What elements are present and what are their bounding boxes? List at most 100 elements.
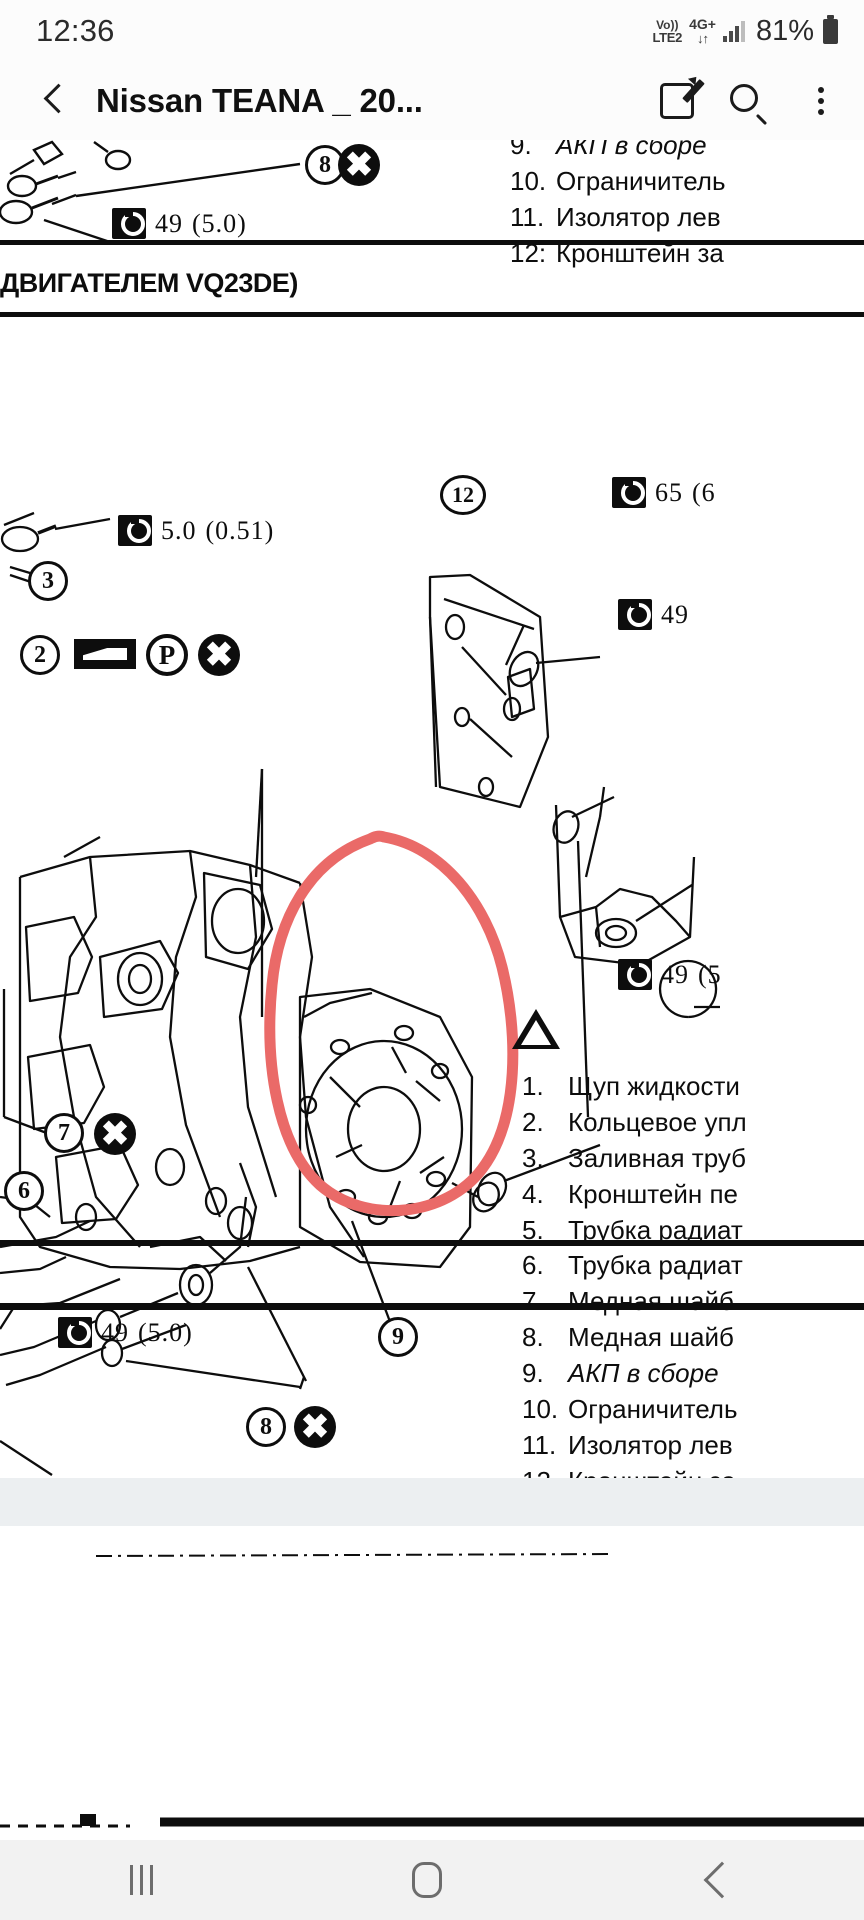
balloon-12: 12 xyxy=(440,475,486,515)
list-item: 9. АКП в сборе xyxy=(510,140,726,164)
status-bar: 12:36 Vo)) LTE2 4G+ ↓↑ 81% xyxy=(0,0,864,62)
network-type-icon: 4G+ ↓↑ xyxy=(689,17,716,45)
parts-legend: 1. Щуп жидкости 2. Кольцевое упл 3. Зали… xyxy=(522,1069,747,1500)
nav-back-button[interactable] xyxy=(671,1853,765,1907)
legend-text: Щуп жидкости xyxy=(568,1071,740,1101)
legend-number: 11. xyxy=(510,201,545,232)
legend-number: 4. xyxy=(522,1178,544,1209)
torque-value: 5.0 xyxy=(161,515,197,545)
android-nav-bar xyxy=(0,1840,864,1920)
torque-wrench-icon xyxy=(612,477,646,508)
divider-line xyxy=(0,312,864,317)
list-item: 11. Изолятор лев xyxy=(522,1428,747,1464)
network-label: 4G+ xyxy=(689,15,716,32)
data-arrows-icon: ↓↑ xyxy=(697,30,709,46)
legend-number: 6. xyxy=(522,1250,544,1281)
list-item: 6. Трубка радиат xyxy=(522,1248,747,1284)
volte-icon: Vo)) LTE2 xyxy=(652,19,682,44)
legend-number: 5. xyxy=(522,1214,544,1245)
replace-symbol-8: ✖ xyxy=(294,1406,336,1448)
battery-icon xyxy=(823,14,838,44)
legend-number: 8. xyxy=(522,1322,544,1353)
legend-text: Кронштейн пе xyxy=(568,1178,739,1209)
back-arrow-icon[interactable] xyxy=(40,79,74,123)
list-item: 5. Трубка радиат xyxy=(522,1213,747,1249)
legend-text: Ограничитель xyxy=(556,165,726,196)
torque-paren-value: (0.51) xyxy=(205,515,275,545)
balloon-8: 8 xyxy=(246,1407,286,1447)
home-button[interactable] xyxy=(382,1848,472,1912)
legend-text: Трубка радиат xyxy=(568,1214,743,1245)
balloon-7: 7 xyxy=(44,1113,84,1153)
volte-bottom-label: LTE2 xyxy=(652,29,683,45)
legend-number: 9. xyxy=(522,1358,544,1388)
torque-value: 65 xyxy=(655,477,683,507)
section-header: ДВИГАТЕЛЕМ VQ23DE) xyxy=(0,268,298,298)
list-item: 10. Ограничитель xyxy=(522,1392,747,1428)
torque-spec-5: 5.0 (0.51) xyxy=(118,515,274,546)
status-clock: 12:36 xyxy=(36,13,115,48)
more-options-icon[interactable] xyxy=(800,80,842,122)
list-item: 3. Заливная труб xyxy=(522,1141,747,1177)
recents-button[interactable] xyxy=(100,1851,183,1909)
divider-line xyxy=(0,240,864,245)
volte-top-label: Vo)) xyxy=(656,17,679,32)
app-bar: Nissan TEANA _ 20... xyxy=(0,62,864,140)
torque-paren-value: (5.0) xyxy=(138,1317,193,1347)
legend-number: 11. xyxy=(522,1429,557,1460)
page-fragment-next xyxy=(0,1526,864,1840)
torque-spec-65: 65 (6 xyxy=(612,477,716,508)
torque-paren-value: (5.0) xyxy=(192,208,247,238)
page-separator xyxy=(0,1478,864,1526)
torque-spec-49-upper: 49 xyxy=(618,599,698,630)
divider-line xyxy=(0,1240,864,1246)
legend-top-fragment: 9. АКП в сборе 10. Ограничитель 11. Изол… xyxy=(510,140,726,272)
torque-wrench-icon xyxy=(618,599,652,630)
legend-text: Изолятор лев xyxy=(556,201,721,232)
document-viewport[interactable]: 8 ✖ 49 (5.0) 9. АКП в сборе 10. Ограничи… xyxy=(0,140,864,1840)
replace-symbol-2: ✖ xyxy=(198,634,240,676)
torque-spec-49-mid: 49 (5 xyxy=(618,959,722,990)
list-item: 2. Кольцевое упл xyxy=(522,1105,747,1141)
edit-icon[interactable] xyxy=(656,80,698,122)
list-item: 9. АКП в сборе xyxy=(522,1356,747,1392)
legend-text: АКП в сборе xyxy=(556,140,707,160)
legend-number: 10. xyxy=(522,1393,559,1424)
page-fragment-top: 8 ✖ 49 (5.0) 9. АКП в сборе 10. Ограничи… xyxy=(0,140,864,268)
next-page-linework xyxy=(0,1553,864,1828)
status-icons: Vo)) LTE2 4G+ ↓↑ 81% xyxy=(652,14,838,48)
list-item: 11. Изолятор лев xyxy=(510,200,726,236)
replace-symbol-top: ✖ xyxy=(338,144,380,186)
list-item: 4. Кронштейн пе xyxy=(522,1177,747,1213)
torque-wrench-icon xyxy=(118,515,152,546)
legend-text: АКП в сборе xyxy=(568,1358,719,1388)
balloon-3: 3 xyxy=(28,561,68,601)
balloon-2: 2 xyxy=(20,635,60,675)
legend-text: Медная шайб xyxy=(568,1322,734,1353)
torque-paren-value: (6 xyxy=(692,477,716,507)
legend-number: 10. xyxy=(510,165,547,196)
torque-value: 49 xyxy=(661,959,689,989)
app-bar-actions xyxy=(656,80,842,122)
battery-percent-label: 81% xyxy=(755,14,814,47)
torque-paren-value: (5 xyxy=(698,959,722,989)
signal-bars-icon xyxy=(722,20,745,42)
legend-text: Изолятор лев xyxy=(568,1429,733,1460)
torque-value: 49 xyxy=(101,1317,129,1347)
legend-number: 2. xyxy=(522,1106,544,1137)
legend-text: Кольцевое упл xyxy=(568,1106,747,1137)
page-main-diagram: 5.0 (0.51) 65 (6 49 49 (5 xyxy=(0,317,864,1496)
legend-text: Заливная труб xyxy=(568,1142,747,1173)
list-item: 1. Щуп жидкости xyxy=(522,1069,747,1105)
legend-number: 3. xyxy=(522,1142,544,1173)
list-item: 10. Ограничитель xyxy=(510,164,726,200)
page-title: Nissan TEANA _ 20... xyxy=(96,82,423,119)
torque-value: 49 xyxy=(155,208,183,238)
balloon-9: 9 xyxy=(378,1317,418,1357)
legend-text: Медная шайб xyxy=(568,1286,734,1317)
torque-wrench-icon xyxy=(58,1317,92,1348)
search-icon[interactable] xyxy=(728,80,770,122)
legend-text: Ограничитель xyxy=(568,1393,738,1424)
legend-number: 9. xyxy=(510,140,532,160)
